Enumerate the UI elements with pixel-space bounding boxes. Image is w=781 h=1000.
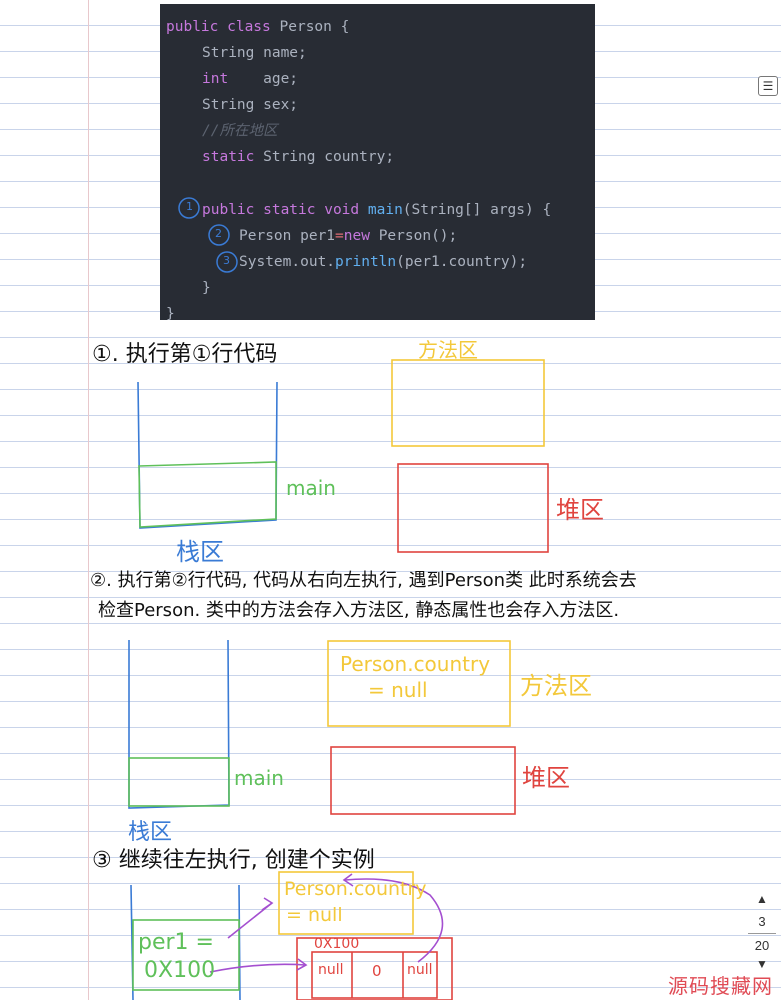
step2-country-line2: = null	[368, 678, 428, 702]
code-line-4: String sex;	[202, 97, 299, 113]
code-line-6: static String country;	[202, 149, 395, 165]
step1-method-area-box	[391, 359, 545, 447]
step2-title-line2: 检查Person. 类中的方法会存入方法区, 静态属性也会存入方法区.	[98, 600, 620, 621]
arrowhead-icon	[296, 958, 308, 971]
step2-title-line1: ②. 执行第②行代码, 代码从右向左执行, 遇到Person类 此时系统会去	[90, 570, 637, 591]
code-line-2: String name;	[202, 45, 307, 61]
arrow-up-icon[interactable]: ▲	[756, 892, 768, 906]
step2-method-area-label: 方法区	[520, 672, 592, 700]
current-page: 3	[758, 914, 766, 929]
step1-heap-box	[397, 463, 549, 553]
code-line-10: }	[202, 280, 211, 296]
step3-arrow-heap-to-method	[344, 878, 444, 963]
step2-main-frame	[128, 757, 230, 807]
code-line-9: System.out.println(per1.country);	[239, 254, 528, 270]
step3-method-area-box	[278, 871, 414, 935]
step3-per1-label: per1 =	[138, 930, 214, 955]
arrow-down-icon[interactable]: ▼	[756, 957, 768, 971]
step3-country-line2: = null	[286, 904, 343, 926]
marker-circle-3	[216, 251, 238, 273]
code-line-1: public class Person {	[166, 19, 350, 35]
pager-divider	[748, 933, 776, 934]
step3-cell-name: null	[318, 962, 344, 978]
step3-heap-outer	[296, 937, 453, 1000]
step3-cell-sex: null	[407, 962, 433, 978]
marker-circle-2	[208, 224, 230, 246]
code-line-11: }	[166, 306, 175, 320]
notebook-margin-line	[88, 0, 89, 1000]
step2-stack-label: 栈区	[128, 820, 173, 845]
total-pages: 20	[754, 938, 770, 953]
arrowhead-icon	[342, 873, 354, 887]
step2-main-label: main	[234, 766, 284, 790]
watermark: 源码搜藏网	[668, 974, 773, 998]
step2-heap-box	[330, 746, 516, 815]
code-line-7: public static void main(String[] args) {	[202, 202, 552, 218]
step1-heap-label: 堆区	[556, 496, 604, 524]
arrowhead-icon	[261, 897, 274, 911]
code-line-5: //所在地区	[202, 123, 278, 139]
marker-2-label: 2	[215, 227, 222, 240]
step2-method-area-box	[327, 640, 511, 727]
step2-country-line1: Person.country	[340, 652, 491, 676]
step3-address-value: 0X100	[144, 958, 216, 983]
step3-heap-address: 0X100	[314, 936, 360, 952]
page-navigator: ▲ 3 20 ▼	[744, 892, 780, 971]
step1-method-area-label: 方法区	[418, 338, 478, 362]
step1-main-frame	[138, 461, 277, 528]
step3-main-frame	[132, 919, 240, 991]
step3-object-box	[311, 951, 438, 999]
menu-icon[interactable]: ☰	[758, 76, 778, 96]
step1-title: ①. 执行第①行代码	[92, 342, 278, 367]
step3-arrow-to-heap	[209, 963, 307, 973]
step1-stack-label: 栈区	[176, 538, 224, 566]
step3-title: ③ 继续往左执行, 创建个实例	[92, 848, 375, 873]
code-line-3: int age;	[202, 71, 299, 87]
step3-country-line1: Person.country	[284, 878, 427, 900]
step1-main-label: main	[286, 476, 336, 500]
marker-3-label: 3	[223, 254, 230, 267]
step2-heap-label: 堆区	[522, 764, 570, 792]
class-decl: Person {	[279, 19, 350, 35]
code-block: public class Person { String name; int a…	[160, 4, 595, 320]
step2-stack-frame	[128, 639, 230, 809]
marker-1-label: 1	[186, 200, 193, 213]
code-line-8: Person per1=new Person();	[239, 228, 458, 244]
marker-circle-1	[178, 197, 200, 219]
step1-stack-frame	[137, 381, 278, 529]
step3-cell-age: 0	[372, 962, 382, 980]
